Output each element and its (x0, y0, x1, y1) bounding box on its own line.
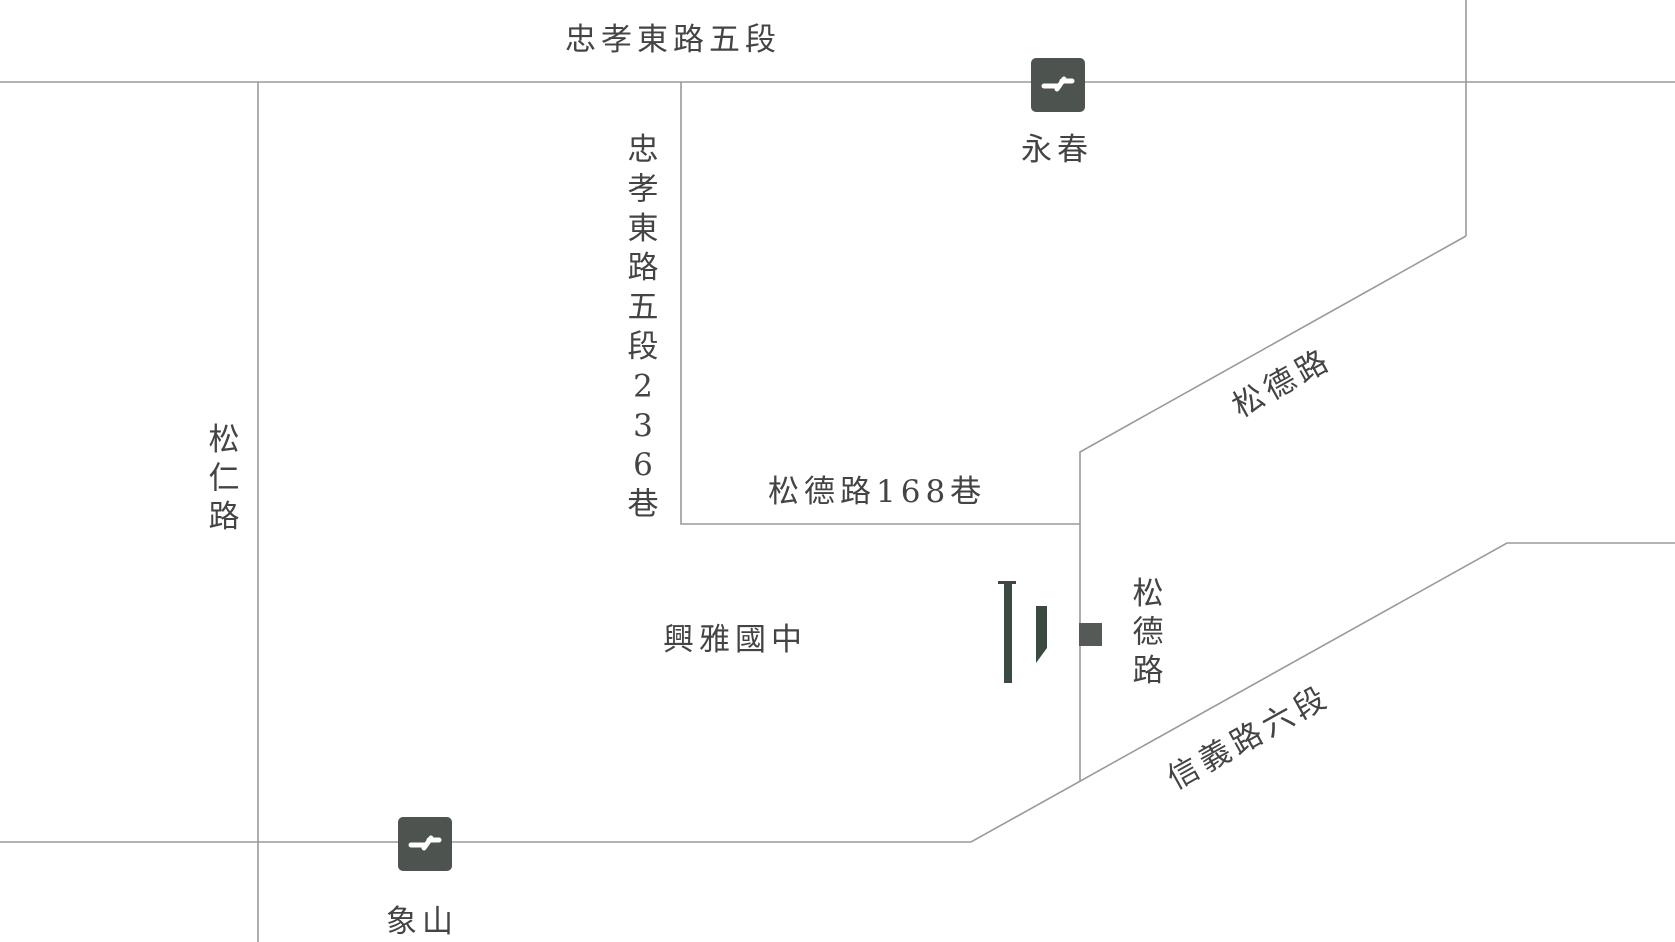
road-songde-upper-line (1079, 235, 1467, 782)
road-label-songde-lane: 松德路168巷 (768, 474, 986, 510)
mrt-logo-glyph (1041, 76, 1075, 92)
mrt-station-yongchun[interactable]: 永春 (1021, 58, 1093, 168)
landmark-label-school: 興雅國中 (663, 622, 807, 658)
building-site-icon (998, 581, 1047, 683)
mrt-station-xiangshan[interactable]: 象山 (386, 817, 458, 940)
road-label-songren: 松仁路 (209, 422, 240, 535)
road-label-xinyi: 信義路六段 (1161, 678, 1336, 797)
road-label-zhongxiao: 忠孝東路五段 (565, 22, 781, 58)
road-label-songde-side: 松德路 (1133, 576, 1164, 689)
road-zhongxiao-lane-line (680, 82, 1080, 525)
road-xinyi-line (0, 542, 1675, 843)
road-label-songde-upper: 松德路 (1226, 341, 1338, 425)
station-name-label: 永春 (1021, 132, 1093, 168)
location-marker (1079, 623, 1102, 646)
station-name-label: 象山 (386, 904, 458, 940)
mrt-logo-glyph (408, 835, 442, 851)
